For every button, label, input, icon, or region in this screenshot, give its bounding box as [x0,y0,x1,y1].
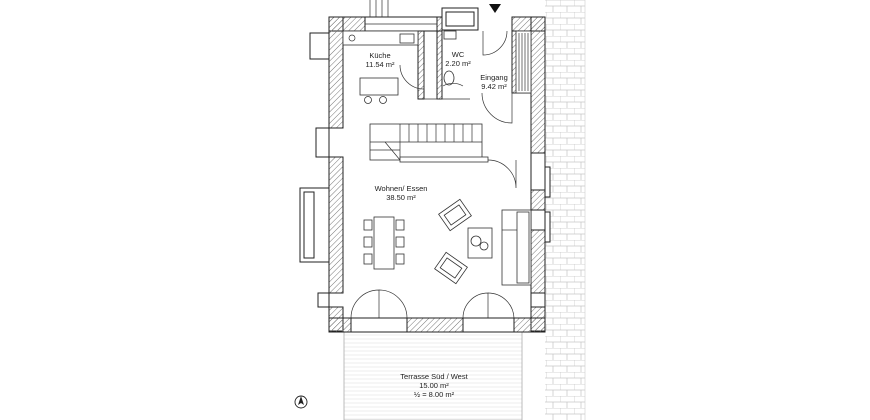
wc-area: 2.20 m² [445,59,471,68]
wc-name: WC [452,50,465,59]
entrance-arrow-icon [489,4,501,13]
wardrobe [515,30,532,94]
dining-table [363,216,405,270]
left-windows [299,32,330,308]
kitchen-name: Küche [369,51,390,60]
interior-walls [417,30,532,100]
wc-fixtures [442,30,464,87]
north-arrow-icon [294,395,308,409]
kitchen-area: 11.54 m² [365,60,395,69]
top-windows [364,0,479,32]
interior-doors [399,64,517,189]
kitchen-counters [342,30,419,104]
sideboard [501,209,532,286]
terrace-area-half: ½ = 8.00 m² [414,390,455,399]
exterior-walls [328,16,546,333]
living-name: Wohnen/ Essen [375,184,428,193]
entrance-door [482,4,508,56]
entrance-area: 9.42 m² [481,82,507,91]
terrace-name: Terrasse Süd / West [400,372,468,381]
staircase [369,123,489,163]
terrace-doors [350,289,515,333]
paving [545,0,585,420]
lounge-furniture [434,198,493,285]
terrace [343,331,523,420]
terrace-area: 15.00 m² [419,381,449,390]
entrance-name: Eingang [480,73,508,82]
right-windows [530,152,551,308]
living-area: 38.50 m² [386,193,416,202]
